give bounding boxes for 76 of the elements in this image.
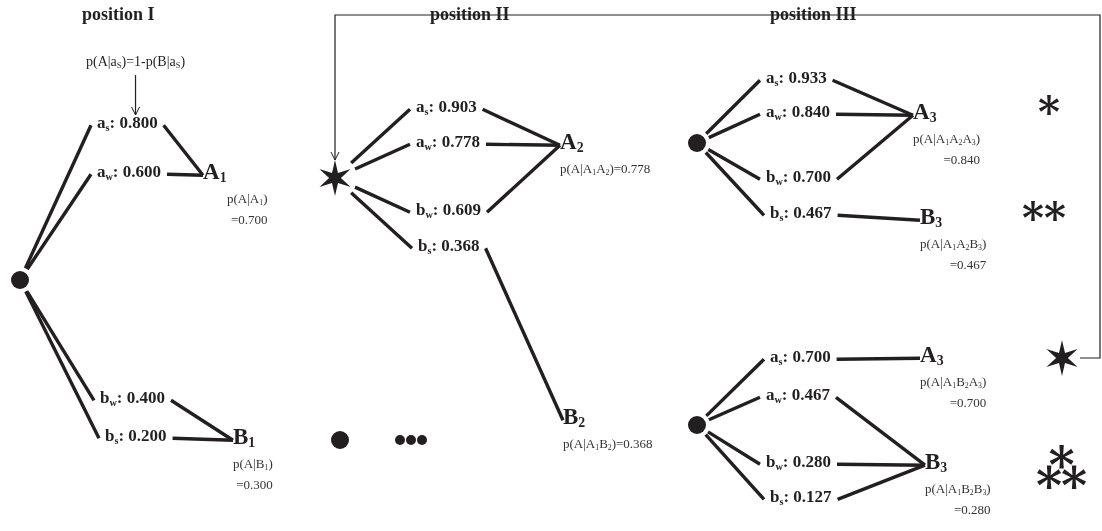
outcome-label: B$_{1}$	[233, 425, 256, 453]
outcome-label: B$_{3}$	[920, 205, 943, 233]
dot-node	[331, 431, 349, 449]
branch-line	[707, 148, 761, 181]
probability-formula: p(A|A$_{1}$) =0.700	[227, 190, 268, 229]
probability-formula: p(A|A$_{1}$A$_{2}$)=0.778	[560, 160, 651, 180]
asterisk-mark: ⁂	[1036, 445, 1088, 495]
branch-label: a$_{s}$: 0.933	[760, 68, 833, 93]
branch-line	[708, 395, 761, 422]
dot-node	[688, 416, 706, 434]
outcome-label: A$_{1}$	[203, 160, 227, 188]
branch-line	[25, 290, 96, 402]
probability-formula: p(A|A$_{1}$A$_{2}$A$_{3}$) =0.840	[913, 130, 981, 169]
asterisk-mark: **	[1022, 198, 1066, 240]
branch-line	[707, 430, 761, 466]
outcome-label: A$_{3}$	[913, 100, 937, 128]
branch-line	[485, 143, 562, 214]
branch-line	[708, 112, 761, 140]
branch-label: a$_{w}$: 0.840	[760, 102, 837, 127]
probability-formula: p(A|A$_{1}$B$_{2}$B$_{3}$) =0.280	[925, 480, 991, 519]
branch-label: b$_{s}$: 0.200	[99, 426, 173, 451]
branch-line	[836, 356, 921, 361]
branch-label: b$_{s}$: 0.127	[764, 487, 838, 512]
branch-label: b$_{w}$: 0.700	[760, 167, 837, 192]
column-heading: position I	[82, 3, 155, 25]
branch-line	[172, 436, 234, 442]
branch-line	[836, 463, 926, 501]
branch-line	[704, 151, 766, 217]
branch-label: b$_{w}$: 0.400	[94, 388, 171, 413]
branch-line	[705, 358, 766, 418]
branch-line	[837, 462, 925, 467]
probability-formula: p(A|B$_{1}$) =0.300	[233, 455, 273, 494]
branch-line	[704, 433, 766, 501]
arrow	[330, 14, 1101, 359]
outcome-label: B$_{2}$	[563, 405, 586, 433]
probability-formula: p(A|A$_{1}$B$_{2}$)=0.368	[563, 435, 653, 455]
branch-line	[166, 172, 204, 177]
outcome-label: B$_{3}$	[925, 450, 948, 478]
branch-label: b$_{s}$: 0.368	[412, 236, 486, 261]
star-node	[317, 160, 353, 196]
branch-line	[25, 173, 93, 271]
probability-formula: p(A|A$_{1}$A$_{2}$B$_{3}$) =0.467	[920, 235, 987, 274]
outcome-label: A$_{3}$	[920, 343, 944, 371]
column-heading: position III	[770, 3, 857, 25]
branch-line	[354, 142, 411, 171]
branch-line	[837, 213, 921, 222]
star-node	[1044, 340, 1080, 376]
dot-node	[11, 271, 29, 289]
column-heading: position II	[430, 3, 510, 25]
branch-line	[834, 395, 927, 467]
branch-label: b$_{s}$: 0.467	[764, 203, 838, 228]
branch-line	[485, 142, 561, 147]
outcome-label: A$_{2}$	[560, 130, 584, 158]
branch-label: a$_{w}$: 0.467	[760, 385, 837, 410]
probability-formula: p(A|A$_{1}$B$_{2}$A$_{3}$) =0.700	[920, 373, 987, 412]
branch-line	[705, 79, 762, 135]
branch-line	[836, 112, 913, 117]
probability-formula: p(A|a$_{S}$)=1-p(B|a$_{S}$)	[84, 53, 188, 76]
branch-line	[162, 124, 205, 177]
dot-node	[688, 134, 706, 152]
asterisk-mark: *	[1038, 92, 1060, 134]
branch-label: a$_{w}$: 0.778	[410, 132, 487, 157]
arrow	[131, 74, 141, 116]
branch-line	[350, 191, 414, 250]
branch-label: b$_{w}$: 0.280	[760, 452, 837, 477]
branch-label: a$_{s}$: 0.903	[410, 97, 483, 122]
branch-line	[835, 113, 915, 181]
branch-label: b$_{w}$: 0.609	[410, 200, 487, 225]
branch-label: a$_{s}$: 0.700	[764, 347, 837, 372]
branch-line	[350, 108, 412, 165]
branch-line	[354, 185, 411, 214]
branch-label: a$_{w}$: 0.600	[91, 162, 168, 187]
branch-line	[484, 247, 565, 421]
branch-label: a$_{s}$: 0.800	[91, 113, 164, 138]
branch-line	[23, 124, 93, 269]
branch-line	[24, 290, 101, 440]
